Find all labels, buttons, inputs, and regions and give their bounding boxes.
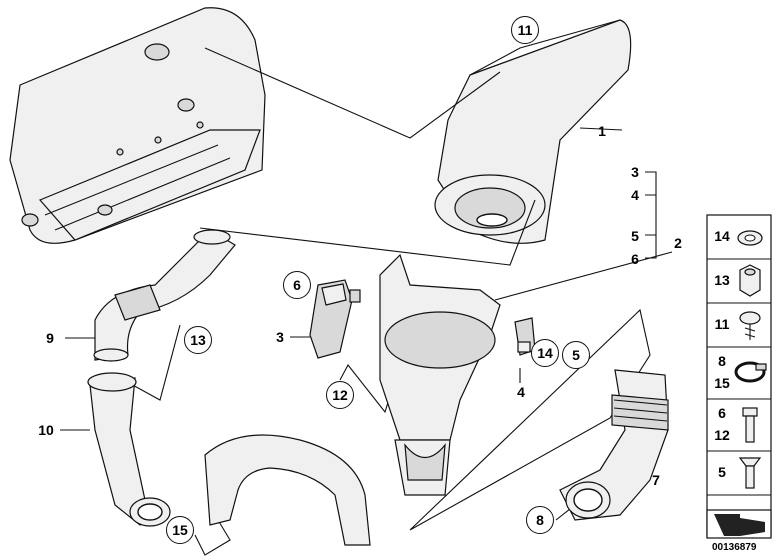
callout-c-15: 15: [166, 516, 194, 544]
legend-label-6: 6: [718, 405, 726, 421]
callout-c-7: 7: [652, 472, 660, 488]
callout-c-10: 10: [38, 422, 54, 438]
diagram-number: 00136879: [712, 542, 757, 553]
legend-panel: [706, 214, 772, 539]
callout-c-1: 1: [598, 123, 606, 139]
sensor-3: [309, 279, 361, 359]
callout-c-14: 14: [531, 339, 559, 367]
callout-c-8: 8: [526, 506, 554, 534]
hose-9: [93, 229, 236, 362]
duct-bracket-2: [379, 253, 501, 496]
foam-sleeve: [204, 434, 371, 546]
callout-c-4b: 4: [517, 384, 525, 400]
legend-label-14: 14: [714, 228, 730, 244]
callout-c-4a: 4: [631, 187, 639, 203]
leader-lines: [60, 47, 673, 556]
washer-icon: [737, 230, 763, 246]
legend-label-15: 15: [714, 375, 730, 391]
housing-port-icon: [144, 43, 170, 61]
hose-clamp-icon: [734, 361, 767, 383]
callout-c-13: 13: [184, 326, 212, 354]
intake-duct-1: [434, 19, 632, 244]
callout-c-2: 2: [674, 235, 682, 251]
legend-label-13: 13: [714, 272, 730, 288]
legend-label-12: 12: [714, 427, 730, 443]
legend-label-11: 11: [714, 316, 730, 332]
hex-bolt-icon: [742, 407, 758, 443]
legend-label-5: 5: [718, 464, 726, 480]
callout-c-3a: 3: [631, 164, 639, 180]
air-filter-housing: [9, 7, 266, 244]
callout-c-6a: 6: [631, 251, 639, 267]
callout-c-5b: 5: [562, 341, 590, 369]
hose-7: [559, 369, 669, 521]
hex-nut-icon: [739, 264, 761, 297]
countersunk-screw-icon: [738, 457, 762, 489]
arrow-icon: [706, 509, 772, 539]
callout-c-6b: 6: [283, 271, 311, 299]
callout-c-12: 12: [326, 381, 354, 409]
callout-c-3b: 3: [276, 329, 284, 345]
callout-c-9: 9: [46, 330, 54, 346]
legend-label-8: 8: [718, 353, 726, 369]
clip-screw-icon: [739, 311, 761, 340]
callout-c-11: 11: [511, 16, 539, 44]
callout-c-5a: 5: [631, 228, 639, 244]
hose-10: [87, 372, 171, 527]
